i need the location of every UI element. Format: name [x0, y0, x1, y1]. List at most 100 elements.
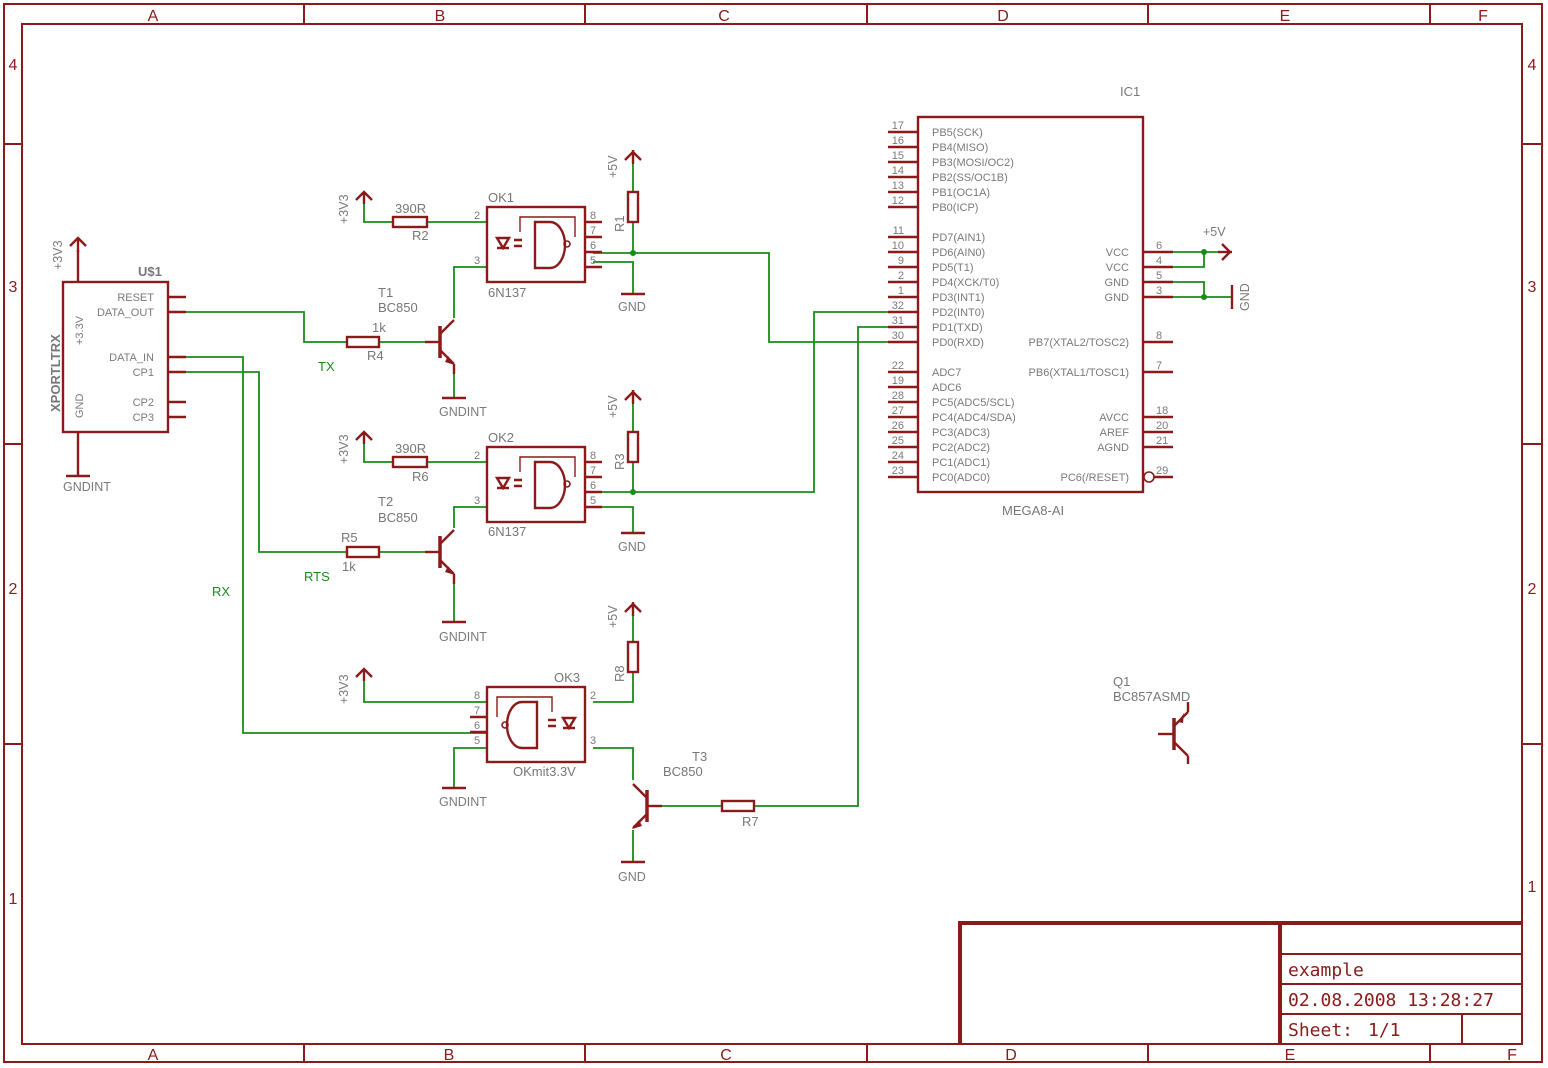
ok1-part: 6N137: [488, 285, 526, 300]
title-block: example 02.08.2008 13:28:27 Sheet: 1/1: [958, 921, 1522, 1044]
ic1-pin-number: 4: [1156, 255, 1162, 267]
ic1-pin-name: PD0(RXD): [932, 337, 984, 349]
ic1-pin-name: PD4(XCK/T0): [932, 277, 999, 289]
ic1-pin-number: 10: [892, 240, 904, 252]
xport-pin-cp1: CP1: [133, 367, 154, 379]
ic1-pin-number: 15: [892, 150, 904, 162]
ok2-pin-3: 3: [474, 495, 480, 507]
ic1-pin-number: 13: [892, 180, 904, 192]
ic1-pin-name: PD5(T1): [932, 262, 974, 274]
supply-5v-r1: +5V: [606, 150, 642, 178]
ic1-pin-number: 14: [892, 165, 904, 177]
t3-part: BC850: [663, 764, 703, 779]
ground-ic1: GND: [1230, 283, 1252, 311]
r2-value: 390R: [395, 201, 426, 216]
drawing-frame: A B C D E F A B C D E F 4 3 2 1 4 3 2 1: [3, 3, 1543, 1064]
junction-dots: [630, 249, 1207, 495]
row-label-3-right: 3: [1528, 279, 1537, 296]
ic1-pin-name: PC2(ADC2): [932, 442, 990, 454]
gndint-t1-label: GNDINT: [439, 405, 487, 419]
ok2-pin-7: 7: [590, 465, 596, 477]
ic1-pin-name: PB5(SCK): [932, 127, 983, 139]
title-block-name: example: [1288, 960, 1364, 981]
resistor-r7[interactable]: R7: [720, 799, 759, 829]
resistor-r8[interactable]: R8: [612, 640, 640, 682]
ok3-part: OKmit3.3V: [513, 764, 576, 779]
optocoupler-ok2[interactable]: OK2 6N137 2 3 8 7 6 5: [474, 430, 602, 539]
q1-ref: Q1: [1113, 674, 1130, 689]
ground-ok1: GND: [618, 292, 646, 314]
ok3-pin-6: 6: [474, 720, 480, 732]
supply-3v3-ok1: +3V3: [337, 190, 373, 224]
supply-3v3-ok2-label: +3V3: [337, 434, 351, 464]
column-label-e-bottom: E: [1285, 1047, 1296, 1064]
ground-t3-label: GND: [618, 870, 646, 884]
gndint-t2-label: GNDINT: [439, 630, 487, 644]
ic1-pin-name: PD3(INT1): [932, 292, 985, 304]
ic1-pin-name: PC3(ADC3): [932, 427, 990, 439]
ic1-pin-number: 29: [1156, 465, 1168, 477]
ok3-pin-8: 8: [474, 690, 480, 702]
ic1-pin-name: PC4(ADC4/SDA): [932, 412, 1016, 424]
r7-ref: R7: [742, 814, 759, 829]
ok1-pin-5: 5: [590, 255, 596, 267]
column-label-c-bottom: C: [720, 1047, 732, 1064]
resistor-r6[interactable]: 390R R6: [391, 441, 429, 484]
transistor-t1[interactable]: T1 BC850: [378, 285, 456, 374]
ic1-pin-name: ADC6: [932, 382, 961, 394]
net-label-rts: RTS: [304, 569, 330, 584]
row-label-4-right: 4: [1528, 57, 1537, 74]
ic1-pin-name: GND: [1105, 292, 1130, 304]
column-label-d-bottom: D: [1005, 1047, 1017, 1064]
supply-5v-r1-label: +5V: [606, 155, 620, 178]
ok2-pin-8: 8: [590, 450, 596, 462]
ic1-pin-number: 27: [892, 405, 904, 417]
ok1-pin-3: 3: [474, 255, 480, 267]
ic1-pin-number: 7: [1156, 360, 1162, 372]
transistor-t3[interactable]: T3 BC850: [632, 749, 707, 829]
resistor-r4[interactable]: 1k R4: [345, 320, 386, 363]
ic1-pin-number: 2: [898, 270, 904, 282]
ground-ok2-label: GND: [618, 540, 646, 554]
ic1-microcontroller[interactable]: 17PB5(SCK)16PB4(MISO)15PB3(MOSI/OC2)14PB…: [888, 84, 1173, 518]
transistor-q1[interactable]: Q1 BC857ASMD: [1113, 674, 1190, 764]
gndint-ok3: GNDINT: [439, 786, 487, 809]
ic1-pin-name: PB7(XTAL2/TOSC2): [1029, 337, 1129, 349]
t1-ref: T1: [378, 285, 393, 300]
ic1-pin-number: 12: [892, 195, 904, 207]
xport-part: XPORTLTRX: [48, 334, 63, 412]
ok1-pin-6: 6: [590, 240, 596, 252]
ic1-pin-number: 9: [898, 255, 904, 267]
ic1-pin-name: GND: [1105, 277, 1130, 289]
ic1-pin-number: 21: [1156, 435, 1168, 447]
r3-ref: R3: [612, 453, 627, 470]
ok2-ref: OK2: [488, 430, 514, 445]
resistor-r2[interactable]: 390R R2: [391, 201, 429, 243]
gndint-t2: GNDINT: [439, 620, 487, 644]
optocoupler-ok3[interactable]: OK3 OKmit3.3V 8 7 6 5 2 3: [470, 670, 596, 779]
resistor-r1[interactable]: R1: [612, 190, 640, 232]
row-label-2: 2: [9, 581, 18, 598]
ok2-pin-6: 6: [590, 480, 596, 492]
ic1-pin-name: PD7(AIN1): [932, 232, 985, 244]
transistor-t2[interactable]: T2 BC850: [378, 494, 456, 584]
supply-5v-ic1: +5V: [1203, 225, 1232, 261]
resistor-r3[interactable]: R3: [612, 430, 640, 470]
ok1-pin-7: 7: [590, 225, 596, 237]
ic1-pin-number: 1: [898, 285, 904, 297]
resistor-r5[interactable]: R5 1k: [341, 530, 381, 574]
ic1-pin-number: 26: [892, 420, 904, 432]
ok2-pin-5: 5: [590, 495, 596, 507]
ic1-pin-number: 5: [1156, 270, 1162, 282]
row-label-4: 4: [9, 57, 18, 74]
ground-t3: GND: [618, 860, 646, 884]
optocoupler-ok1[interactable]: OK1 6N137 2 3 8 7 6 5: [474, 190, 602, 300]
ic1-ref: IC1: [1120, 84, 1140, 99]
column-label-a-bottom: A: [148, 1047, 159, 1064]
ic1-pin-name: PB6(XTAL1/TOSC1): [1029, 367, 1129, 379]
column-label-b-bottom: B: [444, 1047, 455, 1064]
ic1-pin-name: AREF: [1100, 427, 1130, 439]
xport-module[interactable]: U$1 XPORTLTRX +3.3V GND RESET DATA_OUT D…: [48, 250, 186, 476]
net-label-rx: RX: [212, 584, 230, 599]
r2-ref: R2: [412, 228, 429, 243]
